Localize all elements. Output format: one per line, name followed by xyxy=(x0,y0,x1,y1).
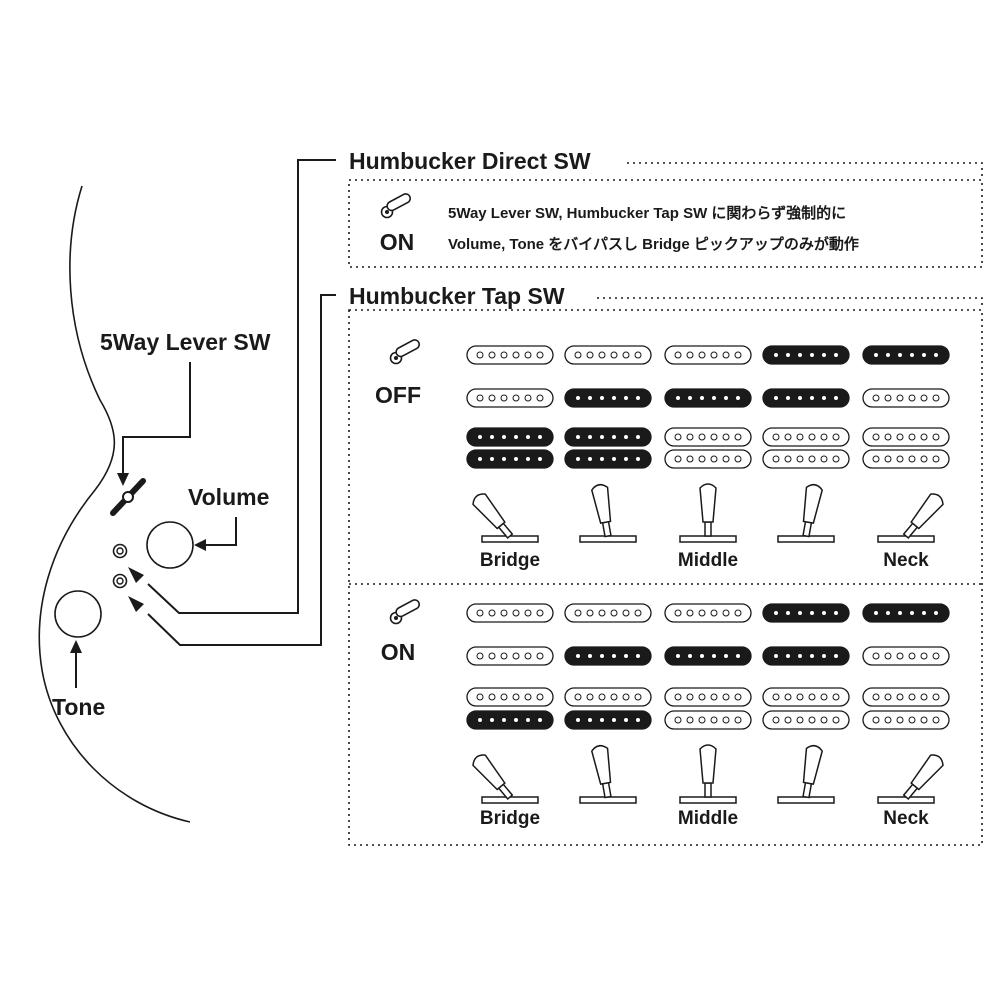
neck-pickup xyxy=(664,603,752,623)
lever-position-icon xyxy=(472,493,539,543)
direct-title: Humbucker Direct SW xyxy=(349,148,591,174)
tap-mini-switch[interactable] xyxy=(112,573,128,589)
direct-mini-switch[interactable] xyxy=(112,543,128,559)
middle-pickup xyxy=(466,388,554,408)
volume-label: Volume xyxy=(188,484,269,510)
bridge-coil-lower xyxy=(664,449,752,469)
tap-box xyxy=(348,309,983,846)
body-outline xyxy=(38,185,191,823)
direct-leader-line xyxy=(147,159,336,614)
bridge-coil-lower xyxy=(466,449,554,469)
lever-arrowhead xyxy=(117,473,129,486)
bridge-coil-lower xyxy=(862,710,950,730)
bridge-coil-upper xyxy=(762,427,850,447)
position-label-middle: Middle xyxy=(678,550,738,571)
neck-pickup xyxy=(762,345,850,365)
volume-pointer xyxy=(205,517,237,546)
direct-box xyxy=(348,179,983,268)
position-label-neck: Neck xyxy=(883,550,929,571)
bridge-coil-lower xyxy=(762,710,850,730)
lever-position-icon xyxy=(679,744,737,804)
position-label-neck: Neck xyxy=(883,808,929,829)
bridge-coil-upper xyxy=(466,687,554,707)
lever-position-icon xyxy=(777,483,835,543)
tap-panel-on: ON Bridge Middle Neck xyxy=(381,599,950,829)
direct-section: Humbucker Direct SW ON 5Way Lever SW, Hu… xyxy=(348,148,983,268)
tap-title: Humbucker Tap SW xyxy=(349,283,565,309)
position-label-bridge: Bridge xyxy=(480,808,540,829)
bridge-coil-upper xyxy=(862,427,950,447)
tone-knob[interactable] xyxy=(54,590,102,638)
lever-position-icon xyxy=(579,483,637,543)
neck-pickup xyxy=(564,603,652,623)
toggle-switch-icon xyxy=(389,599,421,625)
lever-position-icon xyxy=(777,744,835,804)
position-label-bridge: Bridge xyxy=(480,550,540,571)
tap-leader-arrowhead xyxy=(128,596,144,612)
lever-position-icon xyxy=(472,754,539,804)
middle-pickup xyxy=(466,646,554,666)
bridge-coil-upper xyxy=(762,687,850,707)
direct-leader-arrowhead xyxy=(128,567,144,583)
bridge-coil-upper xyxy=(664,687,752,707)
lever-pointer xyxy=(122,362,191,474)
middle-pickup xyxy=(564,388,652,408)
middle-pickup xyxy=(762,388,850,408)
neck-pickup xyxy=(564,345,652,365)
bridge-coil-upper xyxy=(862,687,950,707)
guitar-body: 5Way Lever SW Volume Tone xyxy=(38,159,336,823)
volume-arrowhead xyxy=(194,539,206,551)
toggle-switch-icon xyxy=(389,339,421,365)
tap-leader-line xyxy=(147,294,336,646)
tone-arrowhead xyxy=(70,640,82,653)
lever-position-icon xyxy=(877,493,944,543)
tone-label: Tone xyxy=(52,694,105,720)
bridge-coil-upper xyxy=(664,427,752,447)
tap-panel-off: OFF Bridge Middle Neck xyxy=(375,339,950,571)
volume-knob[interactable] xyxy=(146,521,194,569)
direct-state: ON xyxy=(380,229,415,255)
neck-pickup xyxy=(466,345,554,365)
position-label-middle: Middle xyxy=(678,808,738,829)
bridge-coil-upper xyxy=(564,687,652,707)
neck-pickup xyxy=(466,603,554,623)
lever-position-icon xyxy=(679,483,737,543)
bridge-coil-lower xyxy=(862,449,950,469)
tap-state: OFF xyxy=(375,382,421,408)
neck-pickup xyxy=(862,603,950,623)
direct-title-rule xyxy=(627,162,983,176)
middle-pickup xyxy=(862,388,950,408)
middle-pickup xyxy=(564,646,652,666)
bridge-coil-upper xyxy=(564,427,652,447)
direct-desc-line1: 5Way Lever SW, Humbucker Tap SW に関わらず強制的… xyxy=(448,204,846,222)
bridge-coil-lower xyxy=(466,710,554,730)
toggle-switch-icon xyxy=(380,193,412,219)
bridge-coil-upper xyxy=(466,427,554,447)
middle-pickup xyxy=(762,646,850,666)
direct-desc-line2: Volume, Tone をバイパスし Bridge ピックアップのみが動作 xyxy=(448,235,859,253)
middle-pickup xyxy=(664,646,752,666)
tap-title-rule xyxy=(597,297,983,308)
lever-position-icon xyxy=(877,754,944,804)
bridge-coil-lower xyxy=(564,449,652,469)
lever-switch[interactable] xyxy=(110,478,146,516)
tap-state: ON xyxy=(381,639,416,665)
bridge-coil-lower xyxy=(664,710,752,730)
lever-label: 5Way Lever SW xyxy=(100,329,271,355)
bridge-coil-lower xyxy=(762,449,850,469)
neck-pickup xyxy=(862,345,950,365)
neck-pickup xyxy=(762,603,850,623)
lever-position-icon xyxy=(579,744,637,804)
middle-pickup xyxy=(664,388,752,408)
bridge-coil-lower xyxy=(564,710,652,730)
neck-pickup xyxy=(664,345,752,365)
middle-pickup xyxy=(862,646,950,666)
